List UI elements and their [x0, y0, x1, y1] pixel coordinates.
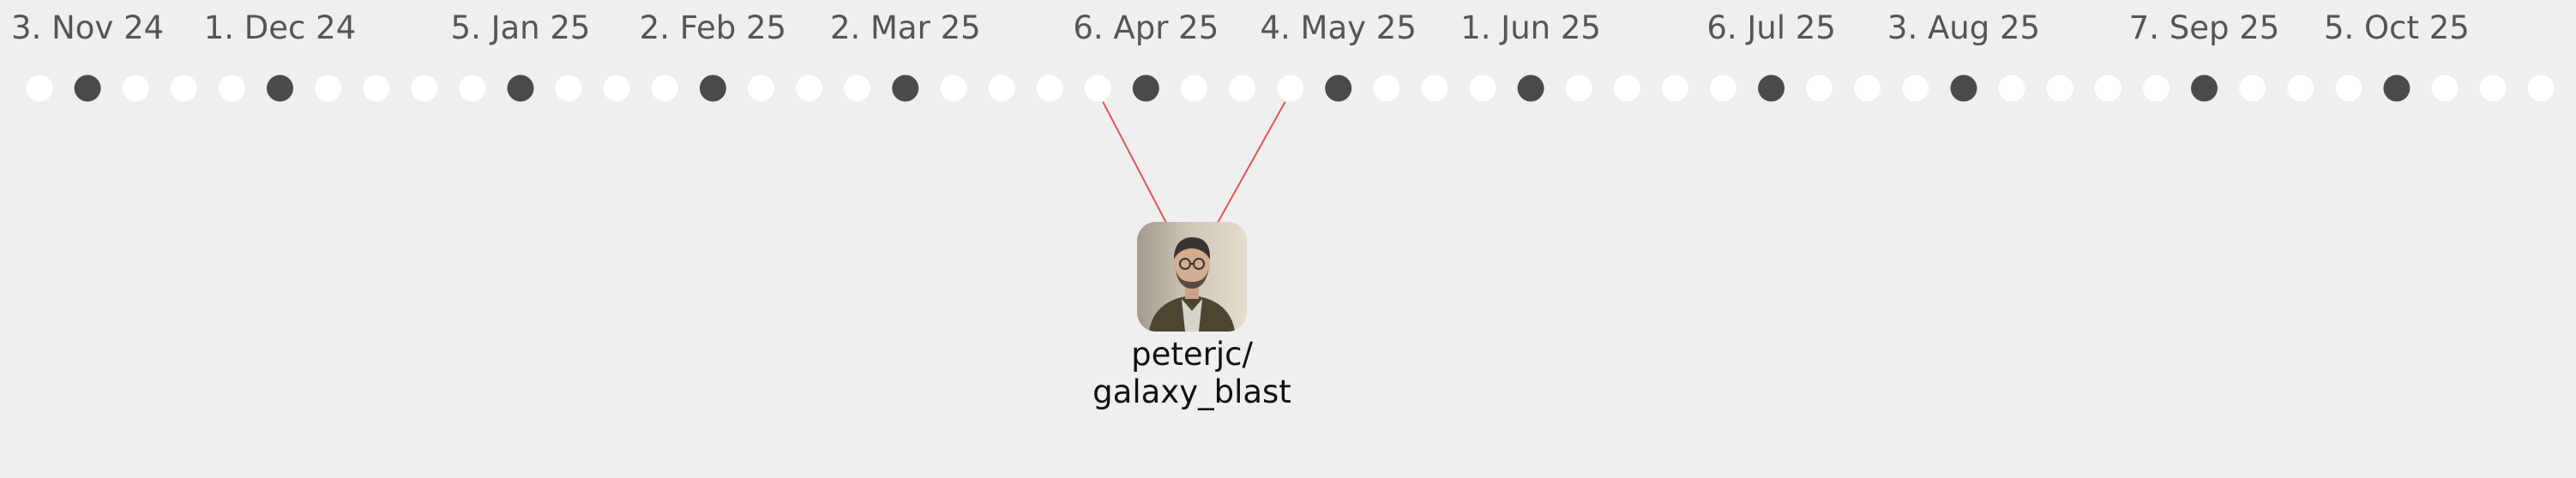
timeline-dot[interactable]: [555, 75, 582, 102]
timeline-dot[interactable]: [988, 75, 1015, 102]
timeline-dot[interactable]: [1229, 75, 1255, 102]
timeline-dot[interactable]: [748, 75, 774, 102]
timeline-dot[interactable]: [2046, 75, 2073, 102]
date-tick-label: 5. Jan 25: [450, 9, 591, 46]
timeline-dot[interactable]: [315, 75, 342, 102]
date-tick-label: 6. Jul 25: [1706, 9, 1836, 46]
timeline-dot-highlight[interactable]: [892, 75, 919, 102]
timeline-dot-highlight[interactable]: [1132, 75, 1159, 102]
date-tick-label: 3. Nov 24: [11, 9, 165, 46]
timeline-dot[interactable]: [1565, 75, 1592, 102]
timeline-dot[interactable]: [2287, 75, 2314, 102]
date-tick-label: 1. Jun 25: [1460, 9, 1601, 46]
timeline-dot[interactable]: [1180, 75, 1207, 102]
timeline-dot[interactable]: [1373, 75, 1400, 102]
date-tick-label: 4. May 25: [1260, 9, 1417, 46]
timeline-dot[interactable]: [1613, 75, 1640, 102]
timeline-dot[interactable]: [603, 75, 630, 102]
timeline-dot[interactable]: [2479, 75, 2507, 102]
timeline-dot[interactable]: [218, 75, 245, 102]
avatar[interactable]: [1137, 222, 1247, 332]
timeline-dot[interactable]: [411, 75, 438, 102]
link-line: [1102, 101, 1167, 224]
date-tick-label: 1. Dec 24: [203, 9, 357, 46]
timeline-dot[interactable]: [2094, 75, 2122, 102]
timeline-dot-highlight[interactable]: [2383, 75, 2410, 102]
timeline-dot[interactable]: [1902, 75, 1929, 102]
date-tick-label: 7. Sep 25: [2128, 9, 2280, 46]
timeline-dot[interactable]: [122, 75, 149, 102]
timeline-dot[interactable]: [1277, 75, 1304, 102]
timeline-dot-highlight[interactable]: [507, 75, 534, 102]
repo-owner: peterjc/: [1131, 336, 1253, 373]
timeline-dot[interactable]: [1710, 75, 1736, 102]
timeline-dot-highlight[interactable]: [2191, 75, 2218, 102]
timeline-dot[interactable]: [459, 75, 486, 102]
date-tick-label: 5. Oct 25: [2323, 9, 2470, 46]
avatar-photo-icon: [1137, 222, 1247, 332]
timeline-dot[interactable]: [170, 75, 197, 102]
timeline-dot[interactable]: [2142, 75, 2170, 102]
link-line: [1217, 101, 1286, 224]
timeline-dot-highlight[interactable]: [1517, 75, 1544, 102]
timeline-dot[interactable]: [2527, 75, 2555, 102]
timeline-dot[interactable]: [844, 75, 871, 102]
timeline-dot[interactable]: [363, 75, 390, 102]
timeline-dot[interactable]: [1998, 75, 2025, 102]
repo-name-label[interactable]: peterjc/ galaxy_blast: [1092, 336, 1291, 411]
timeline-dot-highlight[interactable]: [1950, 75, 1977, 102]
timeline-dot-highlight[interactable]: [699, 75, 726, 102]
timeline-dot[interactable]: [2335, 75, 2362, 102]
repo-project: galaxy_blast: [1092, 373, 1291, 410]
timeline-dot-highlight[interactable]: [74, 75, 101, 102]
date-tick-label: 2. Mar 25: [829, 9, 981, 46]
timeline-dot[interactable]: [1469, 75, 1496, 102]
timeline-dot[interactable]: [2431, 75, 2459, 102]
timeline-dot[interactable]: [1421, 75, 1448, 102]
timeline-dot-highlight[interactable]: [1325, 75, 1352, 102]
date-tick-label: 2. Feb 25: [639, 9, 787, 46]
timeline-dot[interactable]: [26, 75, 53, 102]
date-tick-label: 3. Aug 25: [1887, 9, 2041, 46]
date-tick-label: 6. Apr 25: [1073, 9, 1219, 46]
timeline-dot-highlight[interactable]: [1758, 75, 1785, 102]
timeline-dot[interactable]: [2239, 75, 2266, 102]
timeline-dot-highlight[interactable]: [267, 75, 293, 102]
timeline-dot[interactable]: [651, 75, 678, 102]
timeline-dot[interactable]: [1806, 75, 1833, 102]
timeline-dot[interactable]: [1036, 75, 1063, 102]
timeline-dot[interactable]: [1084, 75, 1111, 102]
timeline-dot[interactable]: [1661, 75, 1688, 102]
timeline-dot[interactable]: [1854, 75, 1881, 102]
timeline-dot[interactable]: [796, 75, 823, 102]
timeline-dot[interactable]: [940, 75, 967, 102]
